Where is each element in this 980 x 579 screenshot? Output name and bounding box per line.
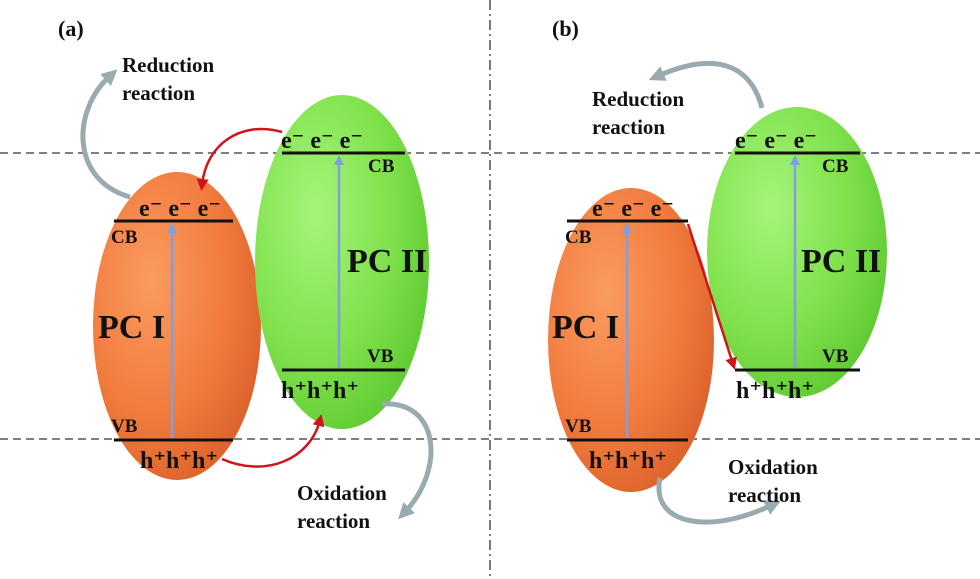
pc2-ellipse: [255, 95, 429, 429]
pc1-holes: h⁺h⁺h⁺: [589, 448, 667, 474]
pc1-cb-label: CB: [111, 227, 138, 248]
reduction-label-line1: Reduction: [122, 53, 214, 77]
electron-transfer-arrow: [196, 127, 283, 191]
pc2-name: PC II: [801, 243, 881, 280]
pc1-holes: h⁺h⁺h⁺: [140, 448, 218, 474]
pc2-holes: h⁺h⁺h⁺: [281, 378, 359, 404]
pc1-ellipse: [548, 188, 714, 492]
oxidation-label-line1: Oxidation: [297, 481, 387, 505]
reduction-arrow: [648, 61, 765, 109]
panel-a: (a) e⁻ e⁻ e⁻ CB PC I VB h⁺h⁺h⁺ e⁻ e⁻ e⁻ …: [58, 16, 434, 533]
reduction-label-line2: reaction: [122, 81, 195, 105]
pc1-vb-label: VB: [111, 416, 138, 437]
pc1-electrons: e⁻ e⁻ e⁻: [139, 196, 221, 222]
reduction-arrow: [80, 69, 131, 200]
pc2-vb-label: VB: [367, 346, 394, 367]
pc1-electrons: e⁻ e⁻ e⁻: [592, 196, 674, 222]
panel-b: (b) e⁻ e⁻ e⁻ CB PC I VB h⁺h⁺h⁺ e⁻ e⁻ e⁻ …: [548, 16, 887, 525]
pc1-name: PC I: [98, 309, 165, 346]
panel-a-label: (a): [58, 16, 84, 41]
pc2-electrons: e⁻ e⁻ e⁻: [281, 128, 363, 154]
oxidation-arrow: [381, 401, 434, 520]
pc2-name: PC II: [347, 243, 427, 280]
electron-transfer-arrow: [686, 223, 737, 370]
oxidation-label-line2: reaction: [297, 509, 370, 533]
pc1-ellipse: [93, 172, 261, 480]
pc1-vb-label: VB: [565, 416, 592, 437]
pc2-cb-label: CB: [368, 156, 395, 177]
pc2-cb-label: CB: [822, 156, 849, 177]
reduction-label-line1: Reduction: [592, 87, 684, 111]
oxidation-label-line1: Oxidation: [728, 455, 818, 479]
pc1-name: PC I: [552, 309, 619, 346]
reduction-label-line2: reaction: [592, 115, 665, 139]
pc2-holes: h⁺h⁺h⁺: [736, 378, 814, 404]
panel-b-label: (b): [552, 16, 579, 41]
hole-transfer-arrow: [221, 414, 325, 468]
pc2-ellipse: [707, 107, 887, 397]
pc1-cb-label: CB: [565, 227, 592, 248]
oxidation-label-line2: reaction: [728, 483, 801, 507]
pc2-vb-label: VB: [822, 346, 849, 367]
oxidation-arrow: [656, 477, 782, 525]
pc2-electrons: e⁻ e⁻ e⁻: [735, 128, 817, 154]
